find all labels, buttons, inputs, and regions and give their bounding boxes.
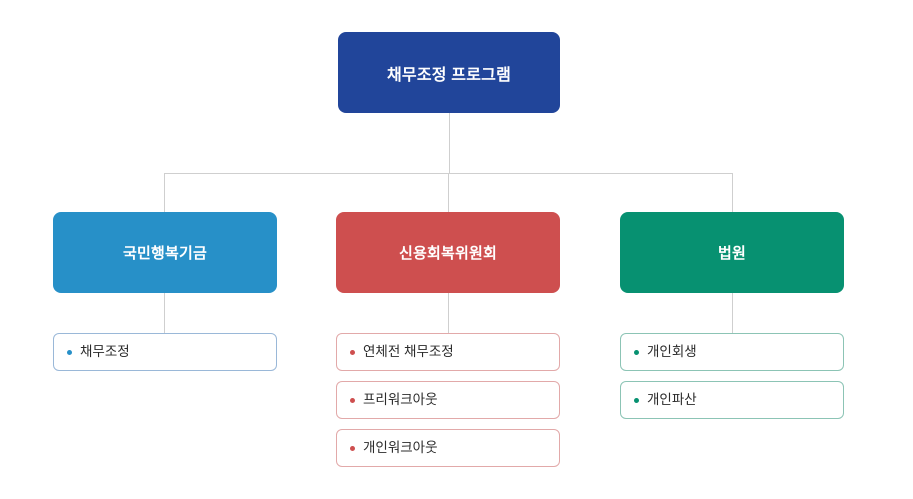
leaf-item-label: 개인회생: [647, 344, 697, 360]
bullet-icon: [634, 397, 639, 403]
bullet-icon: [67, 349, 72, 355]
branch-node-label: 법원: [717, 245, 746, 262]
branch-node-label: 국민행복기금: [122, 245, 207, 262]
leaf-item[interactable]: 개인워크아웃: [336, 429, 560, 467]
branch-node-label: 신용회복위원회: [398, 245, 497, 262]
leaf-item-label: 개인워크아웃: [363, 440, 438, 456]
bullet-icon: [634, 349, 639, 355]
connector-root-stem: [449, 113, 450, 173]
bullet-icon: [350, 349, 355, 355]
branch-node-national-happiness-fund[interactable]: 국민행복기금: [53, 212, 277, 293]
leaf-item[interactable]: 개인파산: [620, 381, 844, 419]
connector-drop-col-2: [732, 173, 733, 212]
leaf-item-label: 연체전 채무조정: [363, 344, 454, 360]
bullet-icon: [350, 445, 355, 451]
bullet-icon: [350, 397, 355, 403]
root-node-debt-adjustment-program[interactable]: 채무조정 프로그램: [338, 32, 560, 113]
leaf-item-label: 채무조정: [80, 344, 130, 360]
leaf-item[interactable]: 채무조정: [53, 333, 277, 371]
branch-node-credit-counseling-recovery-service[interactable]: 신용회복위원회: [336, 212, 560, 293]
root-node-label: 채무조정 프로그램: [386, 66, 511, 84]
leaf-item[interactable]: 개인회생: [620, 333, 844, 371]
leaf-item[interactable]: 프리워크아웃: [336, 381, 560, 419]
connector-branch-0-to-leaves: [164, 293, 165, 333]
leaf-item[interactable]: 연체전 채무조정: [336, 333, 560, 371]
leaf-item-label: 개인파산: [647, 392, 697, 408]
connector-branch-1-to-leaves: [448, 293, 449, 333]
connector-drop-col-0: [164, 173, 165, 212]
leaf-item-label: 프리워크아웃: [363, 392, 438, 408]
connector-branch-2-to-leaves: [732, 293, 733, 333]
connector-drop-col-1: [448, 173, 449, 212]
branch-node-court[interactable]: 법원: [620, 212, 844, 293]
